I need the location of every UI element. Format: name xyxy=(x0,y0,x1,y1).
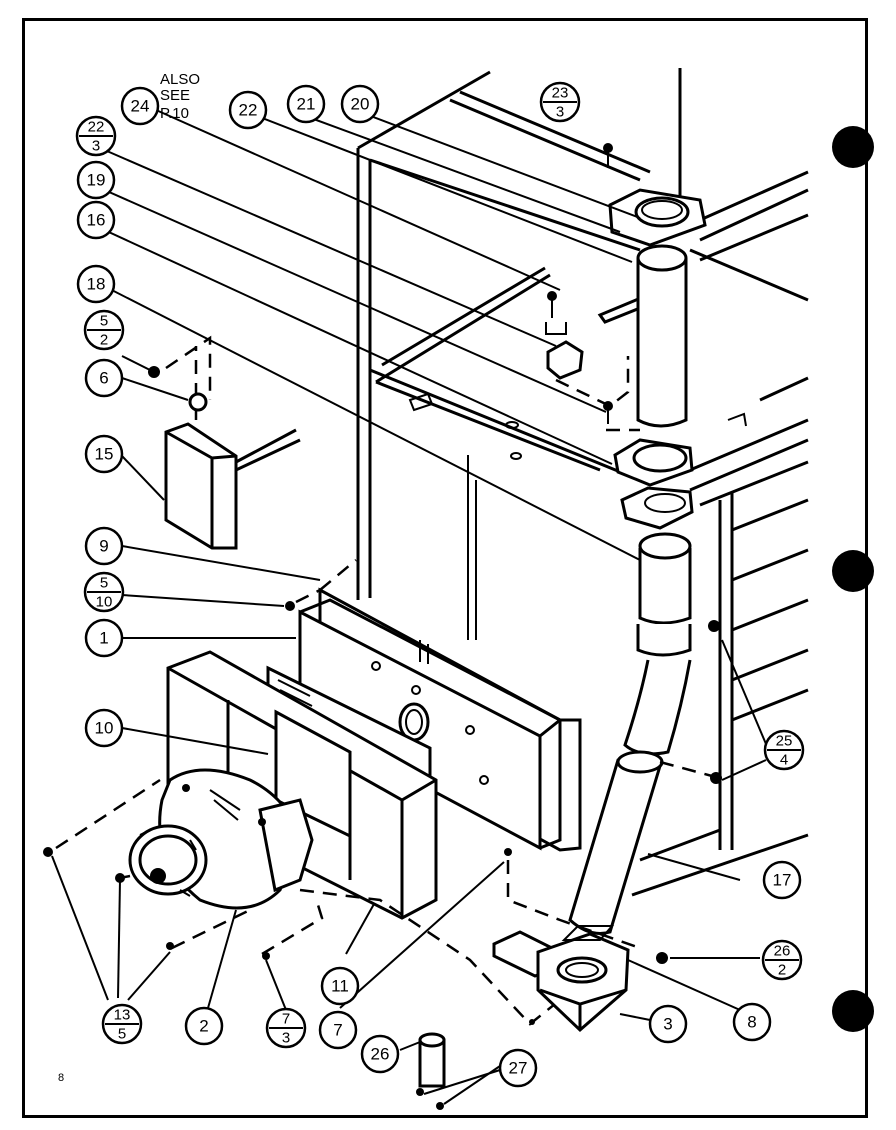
svg-text:1: 1 xyxy=(99,629,108,648)
callout-22-3: 223 xyxy=(75,115,117,157)
leader-lines xyxy=(51,109,767,1105)
note-line-2: SEE xyxy=(160,87,190,104)
svg-text:2: 2 xyxy=(778,962,786,979)
note-line-3: P.10 xyxy=(160,105,189,122)
svg-text:27: 27 xyxy=(509,1059,528,1078)
lower-components xyxy=(416,848,668,1110)
note-line-1: ALSO xyxy=(160,71,200,88)
part-2-blower-assembly xyxy=(43,768,561,1026)
svg-text:2: 2 xyxy=(199,1017,208,1036)
callout-27: 27 xyxy=(498,1048,538,1088)
callout-1: 1 xyxy=(84,618,124,658)
part-15-box xyxy=(148,335,301,550)
svg-text:2: 2 xyxy=(100,332,108,349)
callout-13-5: 135 xyxy=(101,1003,143,1045)
callout-2: 2 xyxy=(184,1006,224,1046)
callout-26: 26 xyxy=(360,1034,400,1074)
callout-17: 17 xyxy=(762,860,802,900)
svg-text:26: 26 xyxy=(371,1045,390,1064)
svg-text:3: 3 xyxy=(282,1030,290,1047)
callout-7: 7 xyxy=(318,1010,358,1050)
svg-text:10: 10 xyxy=(95,719,114,738)
svg-text:20: 20 xyxy=(351,95,370,114)
svg-text:8: 8 xyxy=(747,1013,756,1032)
svg-text:9: 9 xyxy=(99,537,108,556)
page-number: 8 xyxy=(58,1072,65,1084)
fasteners xyxy=(545,143,722,784)
callout-16: 16 xyxy=(76,200,116,240)
callout-15: 15 xyxy=(84,434,124,474)
svg-text:15: 15 xyxy=(95,445,114,464)
callout-5-10: 510 xyxy=(83,571,125,613)
binder-hole-top xyxy=(832,126,874,168)
callout-6: 6 xyxy=(84,358,124,398)
svg-text:18: 18 xyxy=(87,275,106,294)
svg-text:13: 13 xyxy=(114,1007,131,1024)
svg-text:10: 10 xyxy=(96,594,113,611)
callout-22: 22 xyxy=(228,90,268,130)
svg-text:23: 23 xyxy=(552,85,569,102)
callout-3: 3 xyxy=(648,1004,688,1044)
callout-25-4: 254 xyxy=(763,729,805,771)
callout-26-2: 262 xyxy=(761,939,803,981)
svg-text:5: 5 xyxy=(100,313,108,330)
callout-21: 21 xyxy=(286,84,326,124)
part-1-heat-exchanger-panel xyxy=(285,559,582,852)
callout-19: 19 xyxy=(76,160,116,200)
callout-8: 8 xyxy=(732,1002,772,1042)
svg-text:22: 22 xyxy=(88,119,105,136)
svg-text:3: 3 xyxy=(663,1015,672,1034)
svg-text:21: 21 xyxy=(297,95,316,114)
binder-hole-middle xyxy=(832,550,874,592)
svg-text:4: 4 xyxy=(780,752,788,769)
svg-text:6: 6 xyxy=(99,369,108,388)
svg-text:22: 22 xyxy=(239,101,258,120)
svg-text:3: 3 xyxy=(556,104,564,121)
svg-text:11: 11 xyxy=(331,977,349,996)
svg-text:19: 19 xyxy=(87,171,106,190)
upper-duct-assembly xyxy=(608,188,707,530)
svg-text:26: 26 xyxy=(774,943,791,960)
svg-text:3: 3 xyxy=(92,138,100,155)
reference-note: ALSO SEE P.10 xyxy=(160,71,200,122)
svg-text:5: 5 xyxy=(118,1026,126,1043)
binder-hole-bottom xyxy=(832,990,874,1032)
callout-5-2: 52 xyxy=(83,309,125,351)
svg-text:17: 17 xyxy=(773,871,792,890)
callout-11: 11 xyxy=(320,966,360,1006)
callouts: 24 22 21 20 19 16 18 6 15 9 1 10 17 2 11… xyxy=(75,81,805,1088)
svg-text:25: 25 xyxy=(776,733,793,750)
svg-text:24: 24 xyxy=(131,97,150,116)
svg-text:16: 16 xyxy=(87,211,106,230)
svg-text:7: 7 xyxy=(282,1011,290,1028)
callout-20: 20 xyxy=(340,84,380,124)
svg-text:7: 7 xyxy=(333,1021,342,1040)
svg-text:5: 5 xyxy=(100,575,108,592)
callout-7-3: 73 xyxy=(265,1007,307,1049)
callout-23-3: 233 xyxy=(539,81,581,123)
callout-24: 24 xyxy=(120,86,160,126)
callout-18: 18 xyxy=(76,264,116,304)
callout-10: 10 xyxy=(84,708,124,748)
callout-9: 9 xyxy=(84,526,124,566)
exhaust-pipe xyxy=(568,532,692,935)
